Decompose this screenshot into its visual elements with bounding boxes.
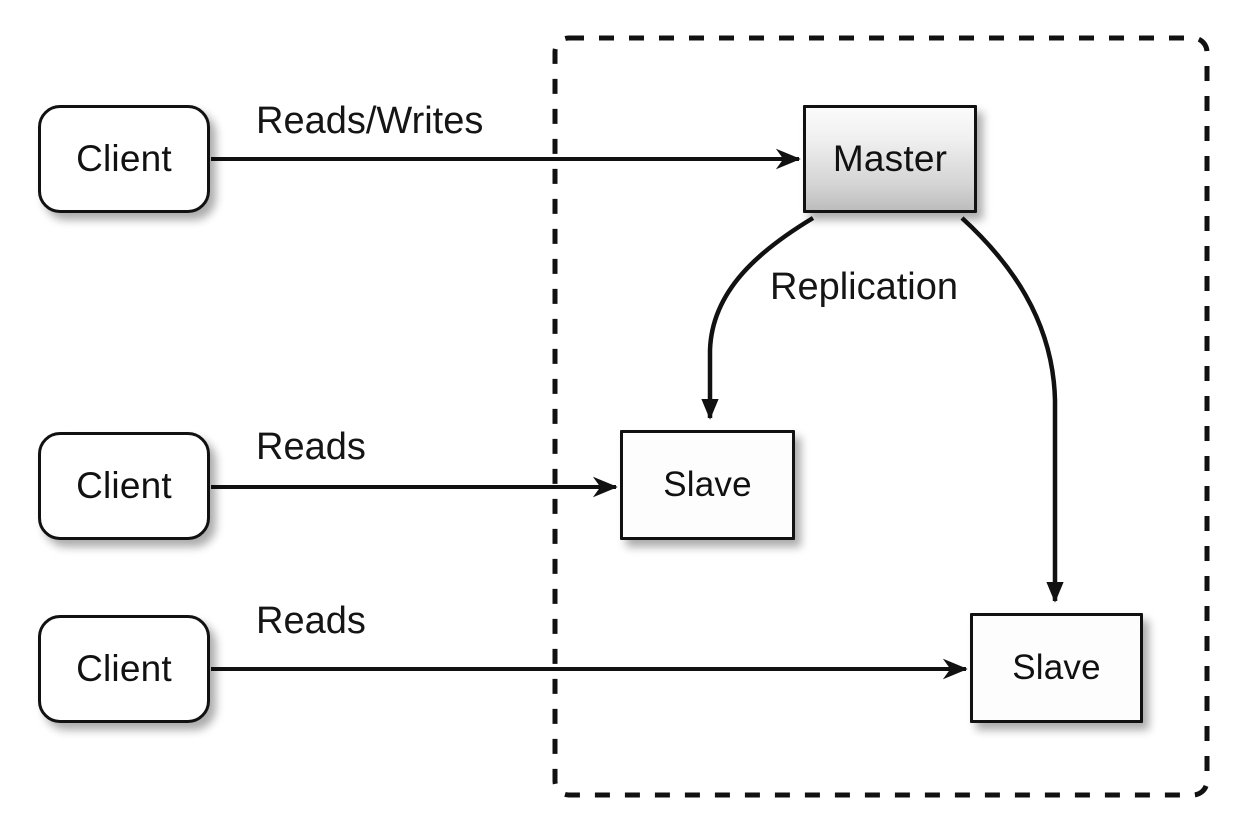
- node-client-2[interactable]: Client: [38, 432, 210, 540]
- node-label: Client: [76, 648, 172, 689]
- edge-label-reads-slave-2: Reads: [256, 600, 366, 642]
- edge-label-reads-slave-1: Reads: [256, 426, 366, 468]
- node-slave-1[interactable]: Slave: [620, 430, 795, 540]
- edge-master-slave2: [960, 216, 1064, 603]
- node-label: Slave: [1012, 648, 1101, 687]
- node-label: Client: [76, 138, 172, 179]
- node-label: Client: [76, 465, 172, 506]
- node-label: Master: [832, 138, 948, 179]
- node-client-3[interactable]: Client: [38, 615, 210, 723]
- node-client-1[interactable]: Client: [38, 105, 210, 213]
- edge-master-slave1: [701, 216, 815, 420]
- edge-label-reads-writes: Reads/Writes: [256, 100, 484, 142]
- edge-label-replication: Replication: [770, 266, 958, 308]
- node-slave-2[interactable]: Slave: [970, 613, 1143, 723]
- node-master[interactable]: Master: [803, 105, 977, 213]
- database-cluster-boundary: [552, 35, 1210, 798]
- node-label: Slave: [663, 465, 752, 504]
